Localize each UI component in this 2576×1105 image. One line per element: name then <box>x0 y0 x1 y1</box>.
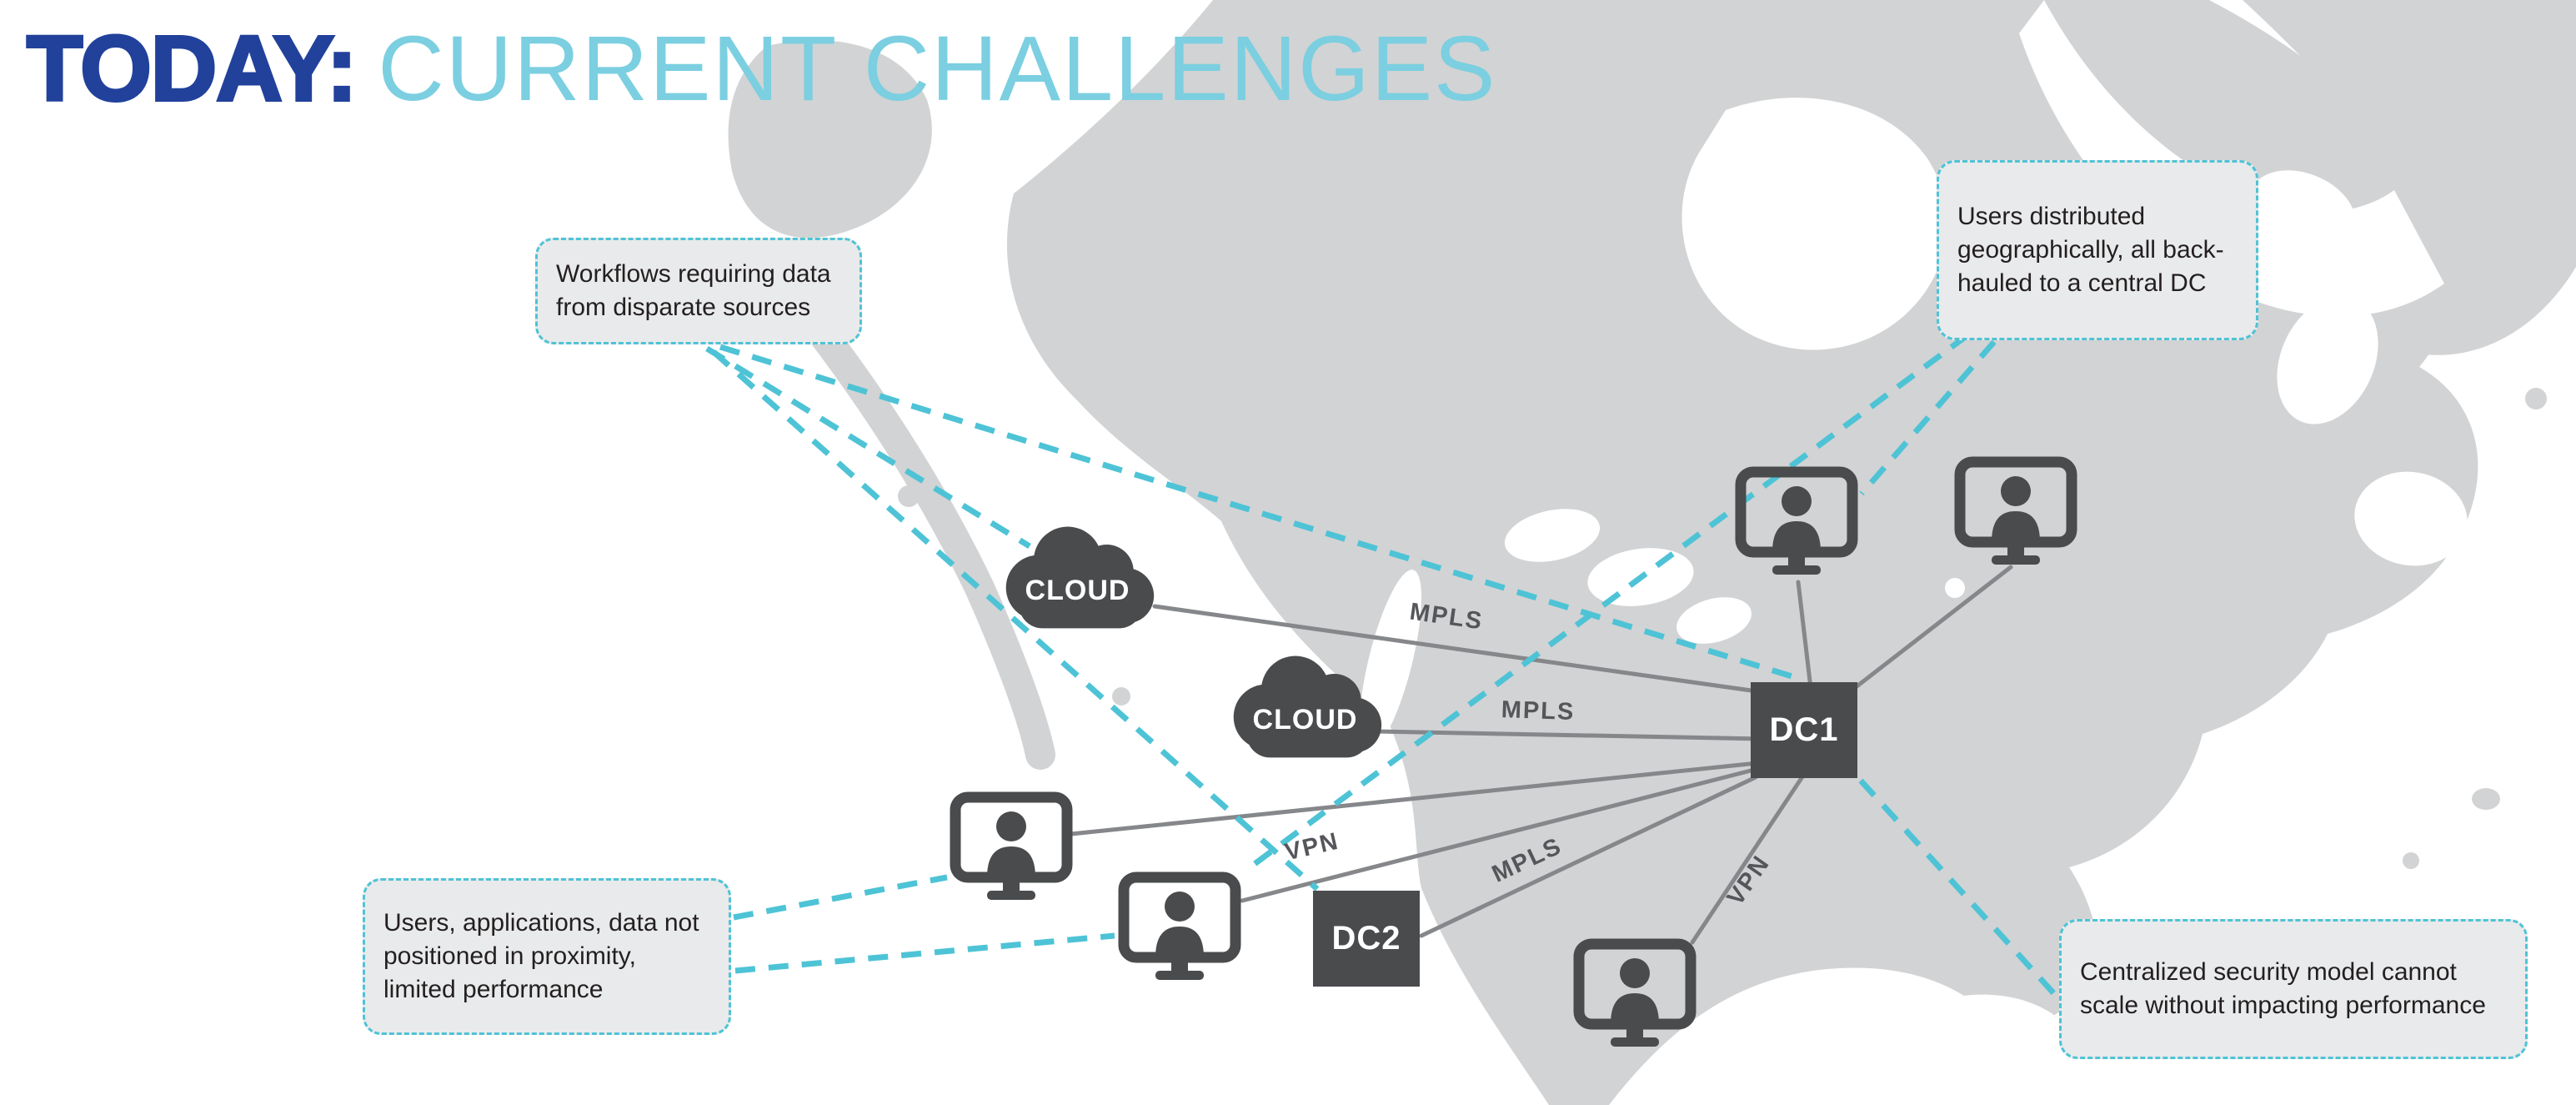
cloud-node-1: CLOUD <box>996 524 1159 630</box>
link-dc2-dc1 <box>1419 775 1758 938</box>
dashed-usersdist-userbl2 <box>1243 333 1970 873</box>
link-label-mpls-2: MPLS <box>1501 696 1576 726</box>
page-title-secondary: CURRENT CHALLENGES <box>378 18 1497 120</box>
callout-users-apps-text: Users, applications, data not positioned… <box>383 909 699 1003</box>
map-hudson-bay <box>1681 98 1947 350</box>
link-userbl2-dc1 <box>1240 766 1760 903</box>
link-userbl1-dc1 <box>1069 761 1760 836</box>
dc2-label: DC2 <box>1331 920 1401 957</box>
dashed-workflows-dc2 <box>711 349 1320 892</box>
user-monitor-icon-bottom-left-2 <box>1117 871 1242 983</box>
dashed-dc1-centralized <box>1858 778 2060 1000</box>
user-monitor-icon-top-right-1 <box>1734 465 1859 578</box>
page-title-primary: TODAY: <box>25 17 358 121</box>
callout-centralized-text: Centralized security model cannot scale … <box>2080 958 2486 1019</box>
user-monitor-icon-bottom-center <box>1572 937 1697 1050</box>
cloud-2-label: CLOUD <box>1252 704 1358 736</box>
cloud-node-2: CLOUD <box>1224 653 1386 760</box>
dc2-node: DC2 <box>1313 891 1420 987</box>
dashed-usersapps-userbl2 <box>734 932 1115 974</box>
dashed-workflows-dc1 <box>719 344 1799 681</box>
dc1-label: DC1 <box>1769 711 1839 748</box>
callout-workflows-text: Workflows requiring data from disparate … <box>556 260 831 321</box>
page-title: TODAY:CURRENT CHALLENGES <box>25 17 1497 121</box>
link-cloud2-dc1 <box>1373 729 1766 741</box>
link-usertr1-dc1 <box>1796 580 1813 691</box>
dc1-node: DC1 <box>1751 682 1857 778</box>
link-cloud1-dc1 <box>1152 604 1766 695</box>
map-alaska <box>728 40 932 239</box>
callout-users-distributed-text: Users distributed geographically, all ba… <box>1957 203 2224 297</box>
user-monitor-icon-bottom-left-1 <box>949 791 1074 903</box>
callout-centralized: Centralized security model cannot scale … <box>2059 919 2528 1059</box>
dashed-workflows-cloud1 <box>705 346 1031 549</box>
user-monitor-icon-top-right-2 <box>1953 455 2078 568</box>
cloud-1-label: CLOUD <box>1025 575 1130 607</box>
link-userbc-dc1 <box>1690 773 1806 945</box>
link-usertr2-dc1 <box>1853 565 2013 690</box>
callout-users-distributed: Users distributed geographically, all ba… <box>1937 160 2258 340</box>
dashed-usersapps-userbl1 <box>733 874 948 921</box>
dashed-usersdist-usertr1 <box>1859 339 1997 496</box>
callout-workflows: Workflows requiring data from disparate … <box>535 238 862 344</box>
map-greenland <box>2243 0 2576 355</box>
callout-users-apps: Users, applications, data not positioned… <box>363 878 731 1035</box>
